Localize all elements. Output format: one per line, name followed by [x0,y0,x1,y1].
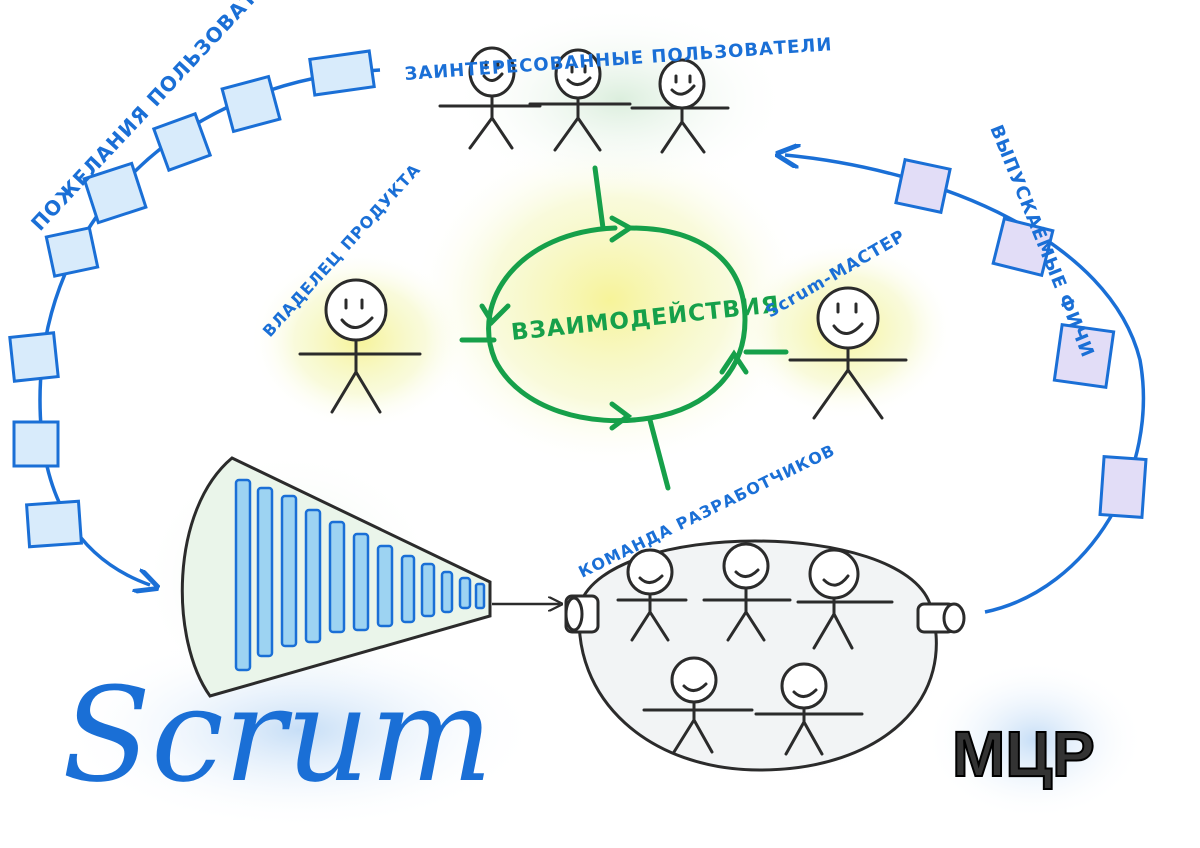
cycle-arrow-left [479,303,511,326]
feature-box [991,216,1055,278]
stakeholder-figure [528,48,632,152]
wish-box [8,331,60,383]
cycle-loop [486,225,748,424]
wish-box [151,111,213,173]
feature-box [1098,455,1148,519]
wish-box [308,49,376,97]
wish-box [82,161,148,225]
funnel-items [234,478,486,672]
glow-stakeholders [450,5,790,195]
team-member [642,656,754,754]
stakeholder-figures [438,46,730,154]
product-owner-figure [298,278,422,414]
stakeholder-figure [630,58,730,154]
glow-logo [925,660,1145,820]
team-member [796,548,894,650]
wish-box [220,74,282,134]
feature-box [1052,322,1116,390]
feature-box [894,157,952,215]
scrum-title: Scrum [62,659,493,811]
interaction-cycle [459,165,789,491]
connector-stakeholders [592,165,606,231]
backlog-funnel [180,456,560,698]
connector-team [647,417,671,491]
wishes-boxes [8,49,376,549]
wish-box [24,499,84,549]
scrum-master-figure [788,286,908,420]
stakeholder-figure [438,46,542,150]
cycle-arrow-bottom [609,401,633,431]
cycle-arrow-top [609,215,635,243]
wish-box [44,226,100,278]
cycle-arrow-right [719,349,749,375]
logo: МЦР [952,718,1095,790]
team-member [616,548,688,642]
features-boxes [894,157,1148,519]
team-member [702,542,792,642]
team-members [616,542,894,756]
team-member [754,662,864,756]
dev-team-container [564,539,966,772]
glow-title [60,630,540,830]
wish-box [12,420,60,468]
